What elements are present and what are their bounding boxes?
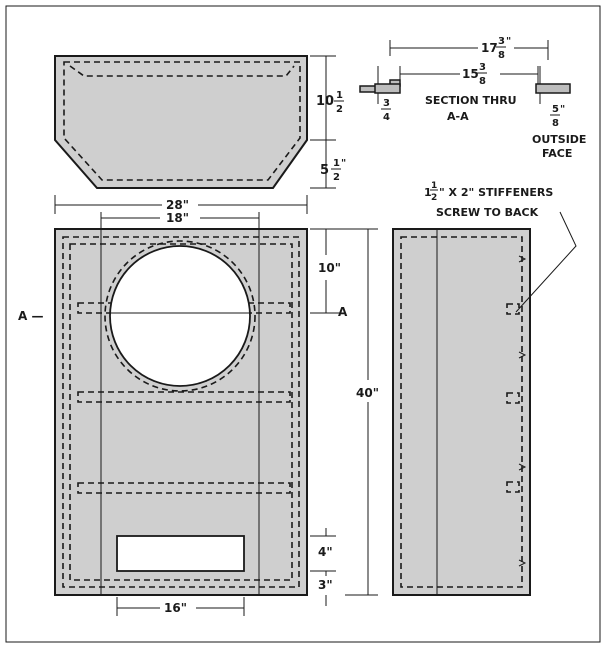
outside-face-line1: OUTSIDE bbox=[532, 133, 586, 146]
section-inner-whole: 15 bbox=[462, 67, 479, 81]
stiffeners-leader bbox=[515, 211, 577, 313]
back-panel-hidden bbox=[400, 236, 523, 588]
section-thick-den: 4 bbox=[383, 112, 390, 123]
drawing-frame bbox=[5, 5, 601, 643]
section-outer-inch: " bbox=[506, 36, 511, 47]
section-outer-den: 8 bbox=[498, 50, 505, 61]
top-depth-den: 2 bbox=[336, 104, 343, 115]
back-stiffener-1 bbox=[506, 303, 520, 315]
top-panel-view bbox=[54, 55, 308, 189]
back-panel bbox=[392, 228, 531, 596]
stiffeners-frac-den: 2 bbox=[431, 193, 437, 203]
section-title-line2: A-A bbox=[447, 110, 469, 123]
front-panel-inner-hidden bbox=[69, 243, 293, 581]
top-panel-rabbet-line bbox=[69, 65, 295, 77]
back-stiffener-3 bbox=[506, 481, 520, 493]
section-marker-right: A bbox=[338, 305, 348, 319]
port-height-label: 4" bbox=[318, 545, 333, 559]
top-panel bbox=[54, 55, 308, 189]
section-inner-den: 8 bbox=[479, 76, 486, 87]
top-bevel-whole: 5 bbox=[320, 163, 329, 178]
section-thick-num: 3 bbox=[383, 98, 390, 109]
back-panel-view bbox=[392, 228, 531, 596]
top-depth-whole: 10 bbox=[316, 94, 334, 109]
top-bevel-den: 2 bbox=[333, 172, 340, 183]
section-outer-whole: 17 bbox=[481, 41, 498, 55]
top-panel-hidden-edge bbox=[63, 61, 301, 181]
top-depth-num: 1 bbox=[336, 90, 343, 101]
section-outer-num: 3 bbox=[498, 36, 505, 47]
width-dimension: 28" bbox=[54, 195, 308, 214]
port-width-dimension: 16" bbox=[116, 597, 245, 616]
top-to-hole-label: 10" bbox=[318, 261, 341, 275]
port-width-label: 16" bbox=[164, 601, 187, 615]
top-bevel-num: 1 bbox=[333, 158, 340, 169]
speaker-hole bbox=[109, 245, 251, 387]
outside-face-line2: FACE bbox=[542, 147, 572, 160]
bass-port bbox=[116, 535, 245, 572]
stiffeners-callout: 1 1 2 " X 2" STIFFENERS SCREW TO BACK bbox=[424, 181, 577, 313]
speaker-hole-ring bbox=[104, 240, 256, 392]
stiffeners-rest: " X 2" STIFFENERS bbox=[439, 186, 553, 199]
front-stiffener-3 bbox=[77, 482, 291, 494]
stiffeners-frac-num: 1 bbox=[431, 181, 437, 191]
hole-centers-dimension: 18" bbox=[100, 211, 260, 232]
hole-centers-label: 18" bbox=[166, 211, 189, 225]
svg-text:": " bbox=[560, 104, 565, 115]
section-marker-left: A — bbox=[18, 309, 43, 323]
section-inner-num: 3 bbox=[479, 62, 486, 73]
section-right-piece bbox=[535, 83, 571, 94]
section-title-line1: SECTION THRU bbox=[425, 94, 517, 107]
height-label: 40" bbox=[356, 386, 379, 400]
port-offset-label: 3" bbox=[318, 578, 333, 592]
section-rabbet-num: 5 bbox=[552, 104, 559, 115]
front-panel-view bbox=[54, 228, 308, 596]
stiffeners-line2: SCREW TO BACK bbox=[436, 206, 539, 219]
front-panel-dimensions: 10" 40" 4" 3" bbox=[310, 228, 379, 606]
section-a-a: 17 3 8 " 15 3 8 3 4 5 8 " SECTION THRU A… bbox=[359, 36, 586, 160]
overall-width-label: 28" bbox=[166, 198, 189, 212]
stiffeners-prefix: 1 bbox=[424, 186, 432, 199]
section-rabbet-den: 8 bbox=[552, 118, 559, 129]
front-stiffener-2 bbox=[77, 391, 291, 403]
front-panel-outer-hidden bbox=[62, 236, 300, 588]
top-panel-dimensions: 10 1 2 5 1 2 " bbox=[310, 55, 346, 189]
back-stiffener-2 bbox=[506, 392, 520, 404]
top-bevel-inch: " bbox=[341, 158, 346, 169]
